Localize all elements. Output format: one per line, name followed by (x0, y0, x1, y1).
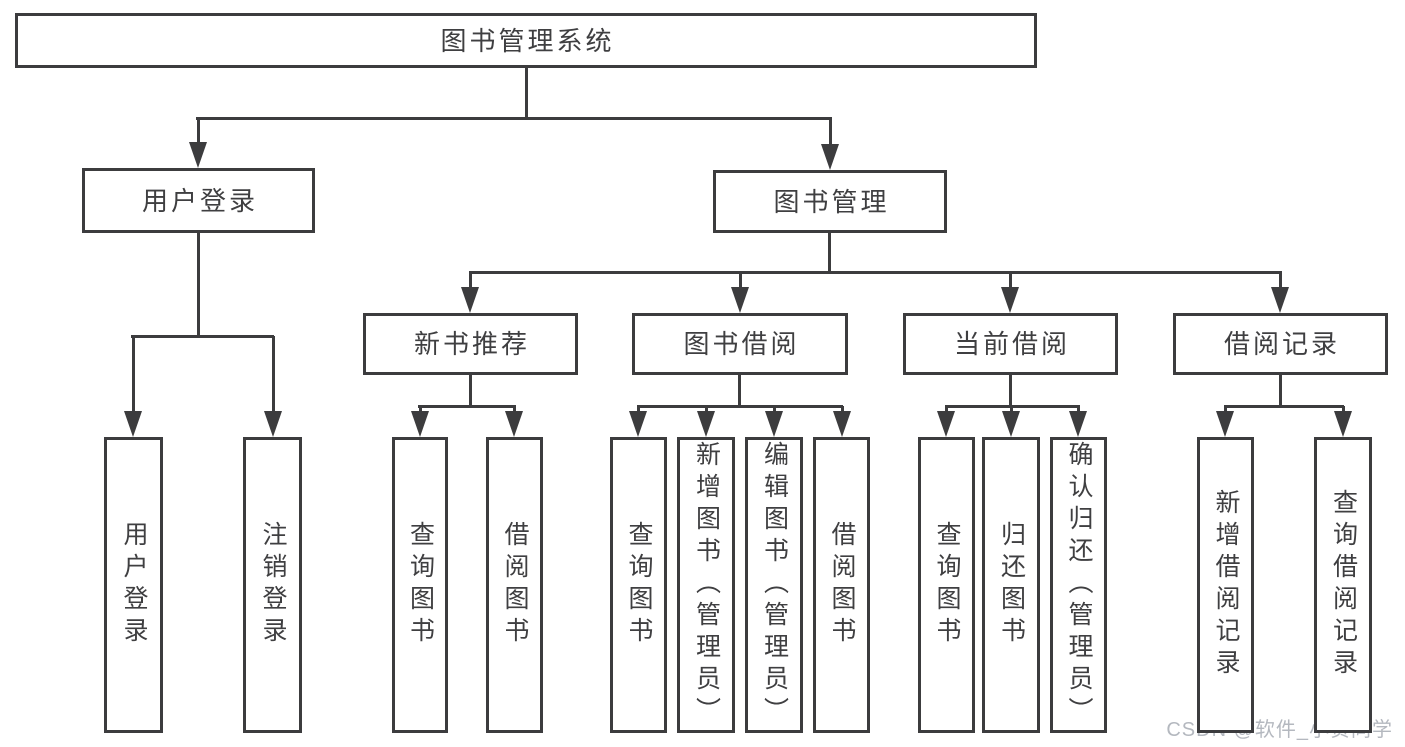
node-current-borrowing: 当前借阅 (903, 313, 1118, 375)
arrow-down-icon (731, 287, 749, 313)
node-label: 图书管理 (773, 186, 890, 217)
arrow-down-icon (765, 411, 783, 437)
arrow-down-icon (124, 411, 142, 437)
node-user-login-action: 用户登录 (104, 437, 163, 733)
node-label: 编辑图书（管理员） (760, 441, 789, 729)
node-book-management: 图书管理 (713, 170, 947, 233)
connector-line (945, 405, 1080, 408)
connector-line (469, 375, 472, 407)
node-label: 新增借阅记录 (1212, 489, 1240, 681)
node-confirm-return-admin: 确认归还（管理员） (1050, 437, 1107, 733)
node-label: 图书管理系统 (440, 25, 615, 56)
arrow-down-icon (697, 411, 715, 437)
node-borrow-books-recommend: 借阅图书 (486, 437, 543, 733)
node-logout-action: 注销登录 (243, 437, 302, 733)
node-label: 用户登录 (120, 521, 148, 649)
node-label: 新书推荐 (413, 329, 530, 359)
connector-line (828, 233, 831, 273)
arrow-down-icon (1002, 411, 1020, 437)
node-query-books-recommend: 查询图书 (392, 437, 448, 733)
node-label: 查询图书 (933, 521, 961, 649)
connector-arrow-shaft (131, 336, 135, 417)
connector-arrow-shaft (1278, 272, 1282, 293)
arrow-down-icon (1334, 411, 1352, 437)
arrow-down-icon (1069, 411, 1087, 437)
connector-line (1009, 375, 1012, 407)
connector-line (469, 271, 1282, 274)
node-edit-books-admin: 编辑图书（管理员） (745, 437, 803, 733)
node-label: 用户登录 (141, 185, 258, 216)
arrow-down-icon (833, 411, 851, 437)
node-query-borrowing-record: 查询借阅记录 (1314, 437, 1372, 733)
node-label: 当前借阅 (953, 329, 1070, 359)
node-label: 查询图书 (625, 521, 653, 649)
node-label: 查询借阅记录 (1329, 489, 1358, 681)
node-borrowing-records: 借阅记录 (1173, 313, 1388, 375)
node-book-borrowing: 图书借阅 (632, 313, 848, 375)
node-label: 查询图书 (406, 521, 435, 649)
connector-line (197, 233, 200, 337)
node-library-management-system: 图书管理系统 (15, 13, 1037, 68)
node-label: 归还图书 (997, 521, 1026, 649)
node-label: 注销登录 (259, 521, 287, 649)
arrow-down-icon (1216, 411, 1234, 437)
node-query-books-current: 查询图书 (918, 437, 975, 733)
connector-arrow-shaft (1008, 272, 1012, 293)
node-user-login: 用户登录 (82, 168, 315, 233)
arrow-down-icon (629, 411, 647, 437)
connector-line (525, 68, 528, 120)
arrow-down-icon (264, 411, 282, 437)
connector-arrow-shaft (738, 272, 742, 293)
arrow-down-icon (1271, 287, 1289, 313)
connector-line (131, 335, 274, 338)
connector-arrow-shaft (196, 118, 200, 148)
connector-line (1279, 375, 1282, 407)
node-label: 借阅记录 (1223, 329, 1340, 359)
connector-line (738, 375, 741, 407)
connector-arrow-shaft (468, 272, 472, 293)
node-label: 新增图书（管理员） (692, 441, 721, 729)
node-query-books-borrow: 查询图书 (610, 437, 667, 733)
node-add-borrowing-record: 新增借阅记录 (1197, 437, 1254, 733)
arrow-down-icon (937, 411, 955, 437)
node-borrow-books-borrow: 借阅图书 (813, 437, 870, 733)
node-add-books-admin: 新增图书（管理员） (677, 437, 735, 733)
connector-line (1224, 405, 1344, 408)
node-return-books: 归还图书 (982, 437, 1040, 733)
node-label: 确认归还（管理员） (1065, 441, 1093, 729)
node-label: 借阅图书 (501, 521, 529, 649)
arrow-down-icon (461, 287, 479, 313)
connector-line (196, 117, 832, 120)
arrow-down-icon (821, 144, 839, 170)
node-label: 图书借阅 (683, 329, 800, 359)
connector-arrow-shaft (271, 336, 275, 417)
arrow-down-icon (189, 142, 207, 168)
arrow-down-icon (505, 411, 523, 437)
node-new-book-recommendation: 新书推荐 (363, 313, 578, 375)
arrow-down-icon (1001, 287, 1019, 313)
node-label: 借阅图书 (828, 521, 856, 649)
connector-line (418, 405, 516, 408)
connector-line (637, 405, 843, 408)
connector-arrow-shaft (828, 118, 832, 150)
arrow-down-icon (411, 411, 429, 437)
